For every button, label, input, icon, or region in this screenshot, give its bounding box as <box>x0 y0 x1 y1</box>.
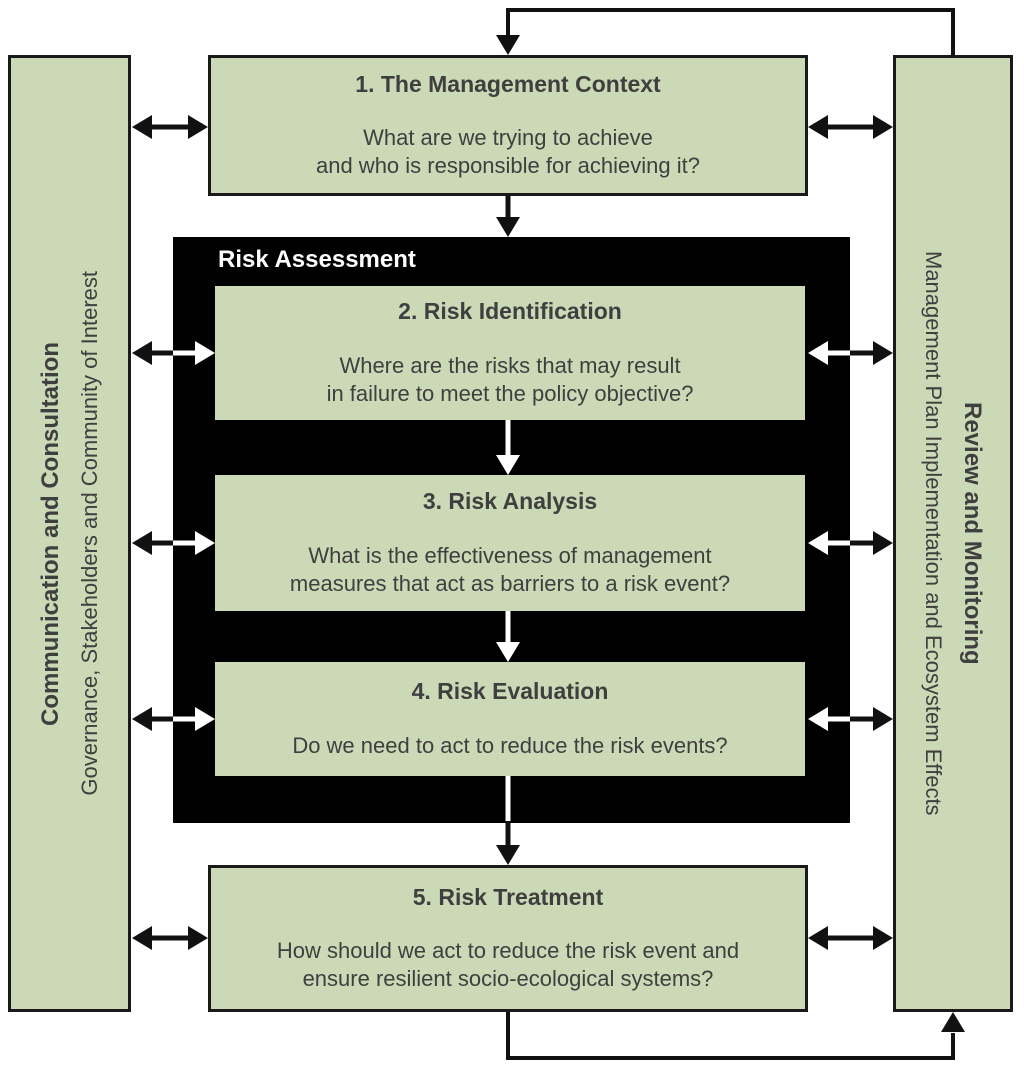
box-risk-evaluation-body: Do we need to act to reduce the risk eve… <box>292 732 728 758</box>
box-risk-evaluation: 4. Risk Evaluation Do we need to act to … <box>215 662 805 776</box>
feedback-arrow-bottom <box>506 1012 965 1060</box>
box-risk-analysis: 3. Risk Analysis What is the effectivene… <box>215 475 805 611</box>
risk-assessment-container: Risk Assessment 2. Risk Identification W… <box>173 237 850 823</box>
double-arrow-left-row5 <box>132 926 208 950</box>
box-management-context-body: What are we trying to achieve and who is… <box>315 125 700 179</box>
right-bar-subtitle: Management Plan Implementation and Ecosy… <box>921 251 946 816</box>
box-management-context: 1. The Management Context What are we tr… <box>208 55 808 196</box>
left-bar-title: Communication and Consultation <box>36 341 64 726</box>
double-arrow-left-row1 <box>132 115 208 139</box>
communication-consultation-bar: Communication and Consultation Governanc… <box>8 55 131 1012</box>
box-risk-identification-body: Where are the risks that may result in f… <box>326 352 694 406</box>
right-bar-title: Review and Monitoring <box>959 402 986 665</box>
feedback-arrow-top <box>496 8 955 55</box>
box-risk-identification: 2. Risk Identification Where are the ris… <box>215 286 805 420</box>
box-risk-identification-title: 2. Risk Identification <box>398 298 622 325</box>
risk-assessment-label: Risk Assessment <box>218 246 416 273</box>
box-risk-evaluation-title: 4. Risk Evaluation <box>411 678 609 705</box>
double-arrow-right-row1 <box>808 115 893 139</box>
box-risk-treatment-title: 5. Risk Treatment <box>412 883 604 910</box>
box-risk-analysis-body: What is the effectiveness of management … <box>289 542 731 596</box>
box-risk-treatment-body: How should we act to reduce the risk eve… <box>276 938 740 992</box>
box-management-context-title: 1. The Management Context <box>355 70 661 97</box>
review-monitoring-bar: Management Plan Implementation and Ecosy… <box>893 55 1013 1012</box>
double-arrow-right-row5 <box>808 926 893 950</box>
box-risk-treatment: 5. Risk Treatment How should we act to r… <box>208 865 808 1012</box>
flow-arrow-box1-to-assessment <box>496 196 520 237</box>
box-risk-analysis-title: 3. Risk Analysis <box>422 488 598 515</box>
left-bar-subtitle: Governance, Stakeholders and Community o… <box>76 271 102 796</box>
